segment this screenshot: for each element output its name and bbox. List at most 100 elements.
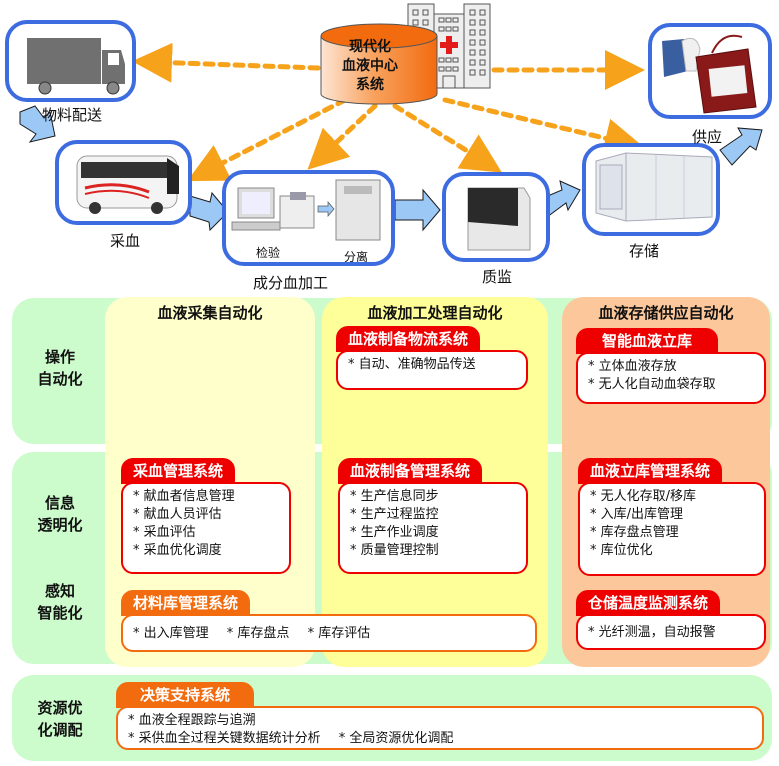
system-item: * 采血优化调度 <box>133 543 222 558</box>
qc-machine-icon <box>467 187 531 251</box>
lab-equipment-icon <box>231 179 381 241</box>
system-item: * 入库/出库管理 <box>590 507 684 522</box>
system-material-mgmt[interactable]: * 出入库管理 * 库存盘点 * 库存评估 材料库管理系统 <box>121 590 537 652</box>
node-qc[interactable] <box>442 172 550 262</box>
row-label-line: 感知 <box>44 582 75 600</box>
row-label-line: 透明化 <box>37 516 83 534</box>
system-logistics[interactable]: * 自动、准确物品传送 血液制备物流系统 <box>336 326 528 390</box>
row-label-resource: 资源优 化调配 <box>20 697 100 741</box>
system-item: * 出入库管理 <box>133 626 209 641</box>
system-temp-monitor-title: 仓储温度监测系统 <box>576 590 721 616</box>
system-item: * 质量管理控制 <box>350 543 439 558</box>
system-decision-title: 决策支持系统 <box>116 682 255 708</box>
system-item: * 库存盘点管理 <box>590 525 679 540</box>
system-prep-mgmt-title: 血液制备管理系统 <box>338 458 483 484</box>
system-smart-store-body: * 立体血液存放 * 无人化自动血袋存取 <box>576 352 766 404</box>
system-decision-body: * 血液全程跟踪与追溯 * 采供血全过程关键数据统计分析 * 全局资源优化调配 <box>116 706 764 750</box>
dashed-arrow-to-collection <box>187 97 348 182</box>
system-collection-mgmt[interactable]: * 献血者信息管理 * 献血人员评估 * 采血评估 * 采血优化调度 采血管理系… <box>121 458 291 574</box>
system-prep-mgmt[interactable]: * 生产信息同步 * 生产过程监控 * 生产作业调度 * 质量管理控制 血液制备… <box>338 458 528 574</box>
system-item: * 无人化自动血袋存取 <box>588 377 716 392</box>
system-item-row: * 采供血全过程关键数据统计分析 * 全局资源优化调配 <box>128 730 752 748</box>
system-item: * 库位优化 <box>590 543 653 558</box>
blood-center-label-line: 现代化 <box>349 39 391 55</box>
row-label-line: 自动化 <box>37 370 83 388</box>
system-collection-mgmt-body: * 献血者信息管理 * 献血人员评估 * 采血评估 * 采血优化调度 <box>121 482 291 574</box>
node-supply[interactable] <box>648 23 772 119</box>
blood-bus-icon <box>76 155 179 214</box>
system-store-mgmt[interactable]: * 无人化存取/移库 * 入库/出库管理 * 库存盘点管理 * 库位优化 血液立… <box>578 458 766 576</box>
blood-center-label-line: 血液中心 <box>342 58 398 74</box>
blood-center-label: 现代化 血液中心 系统 <box>322 38 418 95</box>
flow-arrow-qc-to-storage <box>542 180 581 218</box>
flow-connectors <box>19 42 763 232</box>
row-label-line: 操作 <box>44 348 75 366</box>
flow-arrow-logistics-to-collection <box>19 105 56 143</box>
row-label-line: 信息 <box>44 494 75 512</box>
system-prep-mgmt-body: * 生产信息同步 * 生产过程监控 * 生产作业调度 * 质量管理控制 <box>338 482 528 574</box>
cold-room-icon <box>595 152 713 222</box>
red-cross-icon <box>440 36 458 54</box>
system-temp-monitor[interactable]: * 光纤测温，自动报警 仓储温度监测系统 <box>576 590 766 650</box>
system-item: * 自动、准确物品传送 <box>348 357 476 372</box>
system-item: * 全局资源优化调配 <box>338 731 454 746</box>
system-item: * 库存盘点 <box>226 626 290 641</box>
blood-bag-icon <box>662 34 757 114</box>
blood-center-system <box>320 3 491 105</box>
node-collection-label: 采血 <box>110 232 141 250</box>
system-store-mgmt-title: 血液立库管理系统 <box>578 458 723 484</box>
system-temp-monitor-body: * 光纤测温，自动报警 <box>576 614 766 650</box>
row-label-line: 资源优 <box>37 699 83 717</box>
node-processing-label: 成分血加工 <box>253 274 329 292</box>
database-icon <box>320 23 438 105</box>
system-decision[interactable]: * 血液全程跟踪与追溯 * 采供血全过程关键数据统计分析 * 全局资源优化调配 … <box>116 682 764 750</box>
column-title-collection: 血液采集自动化 <box>157 304 263 322</box>
row-label-info: 信息 透明化 <box>20 492 100 536</box>
node-storage-label: 存储 <box>629 242 660 260</box>
node-supply-label: 供应 <box>692 128 723 146</box>
column-title-storage: 血液存储供应自动化 <box>598 304 734 322</box>
node-processing[interactable]: 检验 分离 <box>222 170 395 266</box>
system-store-mgmt-body: * 无人化存取/移库 * 入库/出库管理 * 库存盘点管理 * 库位优化 <box>578 482 766 576</box>
truck-icon <box>27 38 125 95</box>
system-item: * 采供血全过程关键数据统计分析 <box>128 731 321 746</box>
row-label-line: 智能化 <box>37 604 83 622</box>
node-collection[interactable] <box>55 140 192 225</box>
system-item: * 光纤测温，自动报警 <box>588 625 716 640</box>
system-logistics-title: 血液制备物流系统 <box>336 326 481 352</box>
node-logistics[interactable] <box>5 20 136 102</box>
system-item: * 献血者信息管理 <box>133 489 235 504</box>
system-smart-store[interactable]: * 立体血液存放 * 无人化自动血袋存取 智能血液立库 <box>576 328 766 404</box>
dashed-arrow-to-processing <box>307 103 378 170</box>
system-item: * 生产作业调度 <box>350 525 439 540</box>
system-material-mgmt-body: * 出入库管理 * 库存盘点 * 库存评估 <box>121 614 537 652</box>
flow-arrow-collection-to-processing <box>189 191 229 232</box>
row-label-operation: 操作 自动化 <box>20 346 100 390</box>
dashed-arrow-to-logistics <box>132 42 321 83</box>
system-item: * 献血人员评估 <box>133 507 222 522</box>
system-material-mgmt-title: 材料库管理系统 <box>121 590 251 616</box>
flow-arrow-storage-to-supply <box>719 127 763 166</box>
dashed-arrow-to-storage <box>442 97 645 158</box>
column-title-processing: 血液加工处理自动化 <box>367 304 503 322</box>
sub-label-test: 检验 <box>256 246 281 260</box>
system-item: * 生产过程监控 <box>350 507 439 522</box>
system-item: * 立体血液存放 <box>588 359 677 374</box>
system-smart-store-title: 智能血液立库 <box>576 328 719 354</box>
node-logistics-label: 物料配送 <box>42 106 103 124</box>
node-storage[interactable] <box>582 143 720 236</box>
system-item: * 生产信息同步 <box>350 489 439 504</box>
row-label-sense: 感知 智能化 <box>20 580 100 624</box>
dashed-arrow-to-qc <box>392 103 502 173</box>
row-label-line: 化调配 <box>37 721 83 739</box>
blood-center-label-line: 系统 <box>356 77 384 93</box>
system-collection-mgmt-title: 采血管理系统 <box>121 458 236 484</box>
flow-arrow-processing-to-qc <box>394 188 441 232</box>
system-item: * 无人化存取/移库 <box>590 489 697 504</box>
node-qc-label: 质监 <box>482 268 513 286</box>
system-logistics-body: * 自动、准确物品传送 <box>336 350 528 390</box>
system-item: * 血液全程跟踪与追溯 <box>128 713 256 728</box>
sub-label-separate: 分离 <box>344 250 369 264</box>
system-item: * 采血评估 <box>133 525 196 540</box>
system-item: * 库存评估 <box>307 626 371 641</box>
